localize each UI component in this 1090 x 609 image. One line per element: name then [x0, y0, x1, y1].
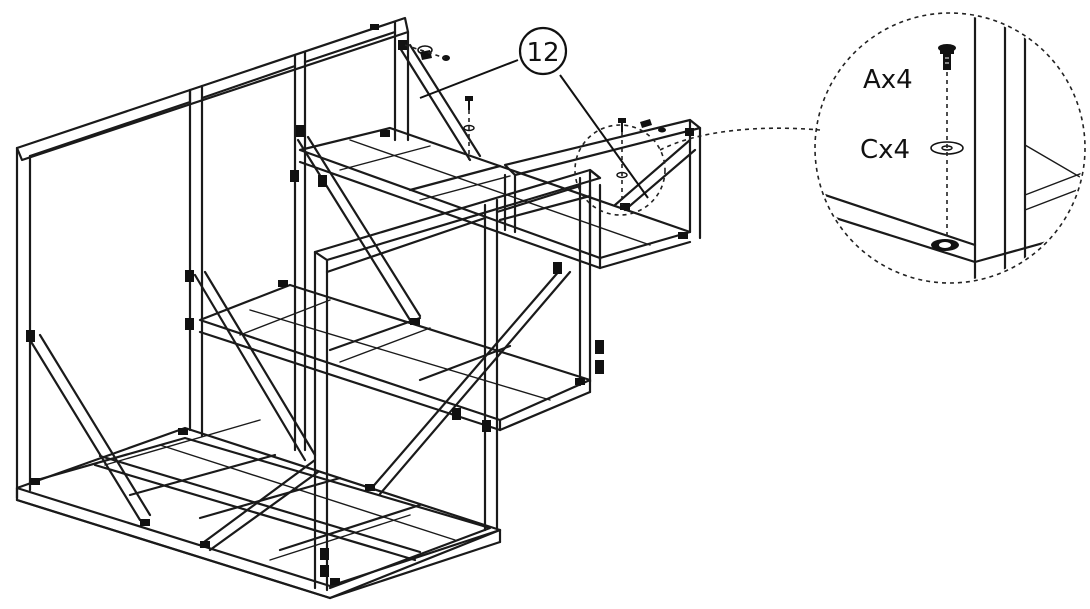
detail-connector [659, 127, 821, 151]
shelf-frame [15, 16, 702, 600]
front-frame [313, 168, 602, 592]
top-step-frame [503, 118, 702, 262]
step-callout: 12 [419, 26, 649, 199]
detail-source-circle [574, 124, 666, 216]
screw-icon [616, 118, 628, 205]
screw-icon [463, 96, 475, 160]
upper-shelf [298, 126, 692, 270]
step-number: 12 [526, 38, 559, 68]
joints [26, 24, 694, 585]
bottom-frame [15, 419, 502, 600]
screw-icon [404, 44, 450, 61]
middle-shelf [198, 283, 592, 432]
detail-callout: Ax4 Cx4 [814, 12, 1086, 284]
hardware-label-c: Cx4 [860, 135, 910, 165]
hardware-label-a: Ax4 [863, 65, 913, 95]
braces [28, 43, 697, 552]
back-frame [15, 16, 410, 500]
exploded-hardware [404, 44, 666, 205]
screw-icon [938, 44, 956, 70]
screw-icon [640, 119, 666, 133]
